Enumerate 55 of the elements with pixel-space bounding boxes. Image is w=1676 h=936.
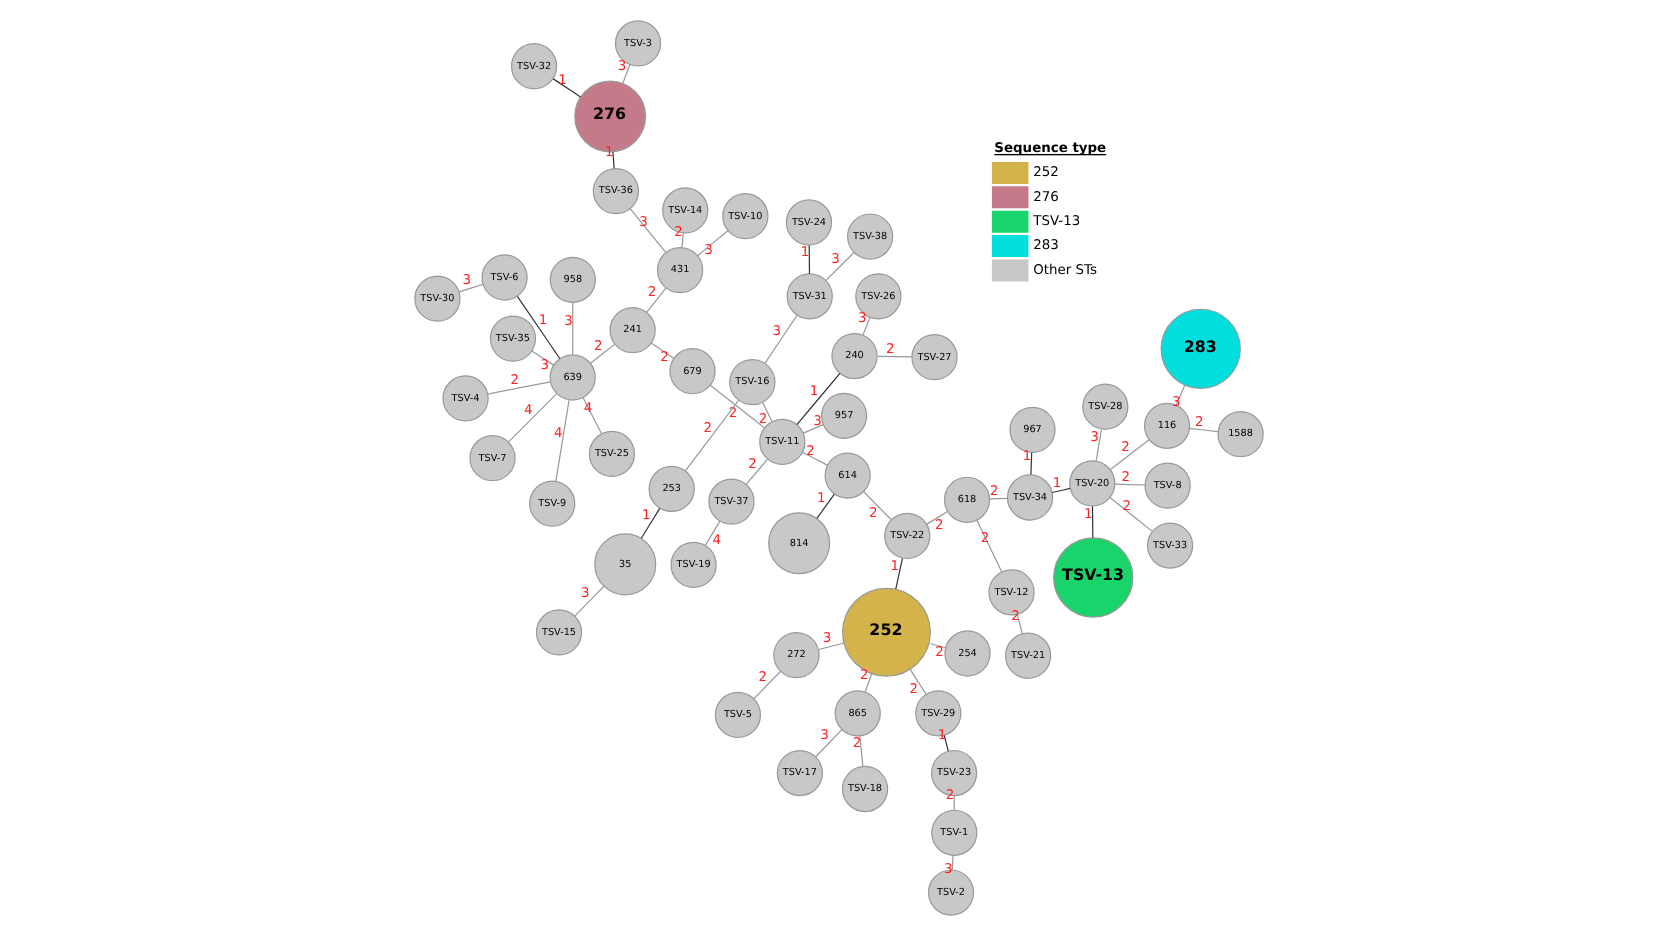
connector (1029, 452, 1032, 476)
connector (1094, 428, 1102, 462)
connector (800, 451, 827, 466)
connector (795, 372, 840, 426)
connector (988, 497, 1007, 500)
connector (645, 287, 666, 314)
connector (486, 381, 551, 395)
connector (1015, 613, 1022, 635)
connector (815, 493, 834, 520)
connector (628, 208, 666, 253)
connector (589, 343, 615, 364)
connector (621, 63, 630, 85)
connector (925, 510, 948, 525)
connector (861, 316, 870, 336)
connector (639, 507, 660, 539)
connector (683, 399, 739, 472)
connector (708, 384, 764, 429)
connector (1050, 487, 1070, 494)
connector (457, 283, 483, 293)
connector (863, 673, 872, 693)
connector (744, 458, 768, 485)
connector (507, 393, 557, 443)
connector (801, 424, 823, 434)
connector (551, 78, 581, 98)
connector (875, 355, 912, 358)
connector (942, 734, 948, 752)
connector (703, 520, 720, 546)
connector (950, 854, 953, 871)
connector (649, 342, 674, 359)
connector (1113, 483, 1145, 486)
connector (581, 396, 602, 435)
connector (752, 670, 781, 700)
connector (1108, 439, 1149, 471)
connector (554, 399, 569, 482)
connector (858, 735, 863, 767)
connector (975, 519, 1002, 573)
connector (862, 491, 891, 521)
connector (1187, 427, 1218, 433)
connector (824, 252, 854, 281)
connector (814, 729, 842, 758)
connector (1090, 505, 1093, 539)
connector (1108, 496, 1152, 532)
connector (696, 230, 728, 257)
connector (573, 585, 604, 617)
connector (908, 668, 926, 695)
connector (680, 232, 683, 249)
connector (927, 642, 946, 649)
connector (530, 350, 554, 366)
connector (760, 401, 772, 423)
connector (817, 642, 844, 651)
connector (515, 295, 560, 360)
connector (894, 557, 902, 590)
connector (807, 244, 810, 275)
connector (763, 314, 797, 364)
connector (571, 301, 573, 356)
